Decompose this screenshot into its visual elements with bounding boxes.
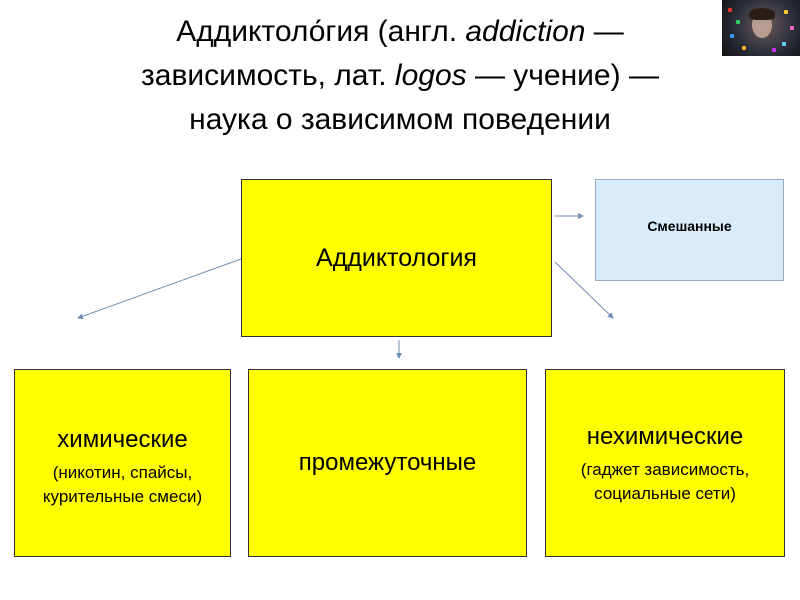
node-intermediate-title: промежуточные <box>298 449 477 476</box>
node-mixed: Смешанные <box>595 179 784 281</box>
node-nonchemical: нехимические (гаджет зависимость, социал… <box>545 369 785 557</box>
node-intermediate: промежуточные <box>248 369 527 557</box>
title-text: — <box>585 15 624 48</box>
title-line-2: зависимость, лат. logos — учение) — <box>60 54 740 98</box>
title-text: — учение) — <box>466 59 659 92</box>
presenter-thumbnail-image <box>722 0 800 56</box>
title-line-1: Аддиктоло́гия (англ. addiction — <box>60 10 740 54</box>
title-term-english: addiction <box>465 15 586 48</box>
title-text: зависимость, лат. <box>141 59 395 92</box>
arrow-to-nonchemical <box>554 261 614 319</box>
node-addictology: Аддиктология <box>241 179 552 337</box>
node-mixed-label: Смешанные <box>647 218 732 234</box>
title-text: Аддиктоло́гия (англ. <box>176 15 466 48</box>
node-chemical-description: (никотин, спайсы, курительные смеси) <box>42 463 203 506</box>
arrow-to-chemical <box>77 258 242 320</box>
title-term-latin: logos <box>394 59 467 92</box>
node-addictology-label: Аддиктология <box>316 243 477 272</box>
title-line-3: наука о зависимом поведении <box>189 103 611 136</box>
node-nonchemical-title: нехимические <box>586 423 744 450</box>
slide-title: Аддиктоло́гия (англ. addiction — зависим… <box>60 10 740 142</box>
node-chemical-title: химические <box>57 426 188 453</box>
node-chemical: химические (никотин, спайсы, курительные… <box>14 369 231 557</box>
node-nonchemical-description: (гаджет зависимость, социальные сети) <box>580 460 750 503</box>
